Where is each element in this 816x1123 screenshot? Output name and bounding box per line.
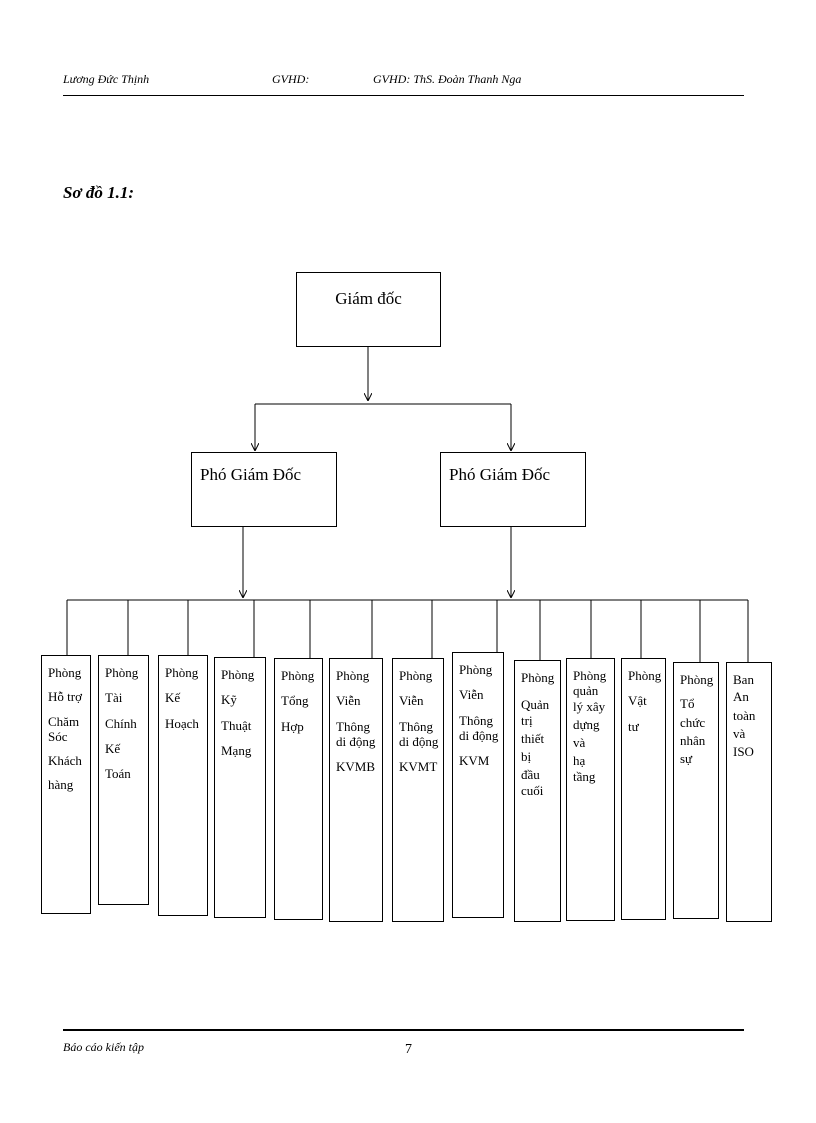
department-label-line: tư [628,718,639,734]
department-label-line: Quản [521,697,550,713]
department-label-line: cuối [521,782,544,798]
director-box: Giám đốc [296,272,441,347]
department-label-line: An [733,689,749,705]
department-label-line: Phòng [521,670,555,685]
department-label-line: lý xây [573,698,606,714]
department-label-line: Phòng [399,668,433,683]
department-label-line: Sóc [48,728,68,744]
department-label-line: quản [573,683,599,699]
department-label-line: trị [521,712,533,728]
footer-title: Báo cáo kiến tập [63,1040,144,1054]
department-label-line: Phòng [281,668,315,683]
department-label-line: Thuật [221,717,252,733]
department-label-line: KVMT [399,759,438,775]
department-label-line: KVMB [336,759,376,775]
department-label-line: chức [680,714,706,730]
department-label-line: đầu [521,767,540,783]
department-label-line: Khách [48,753,82,769]
header-gvhd-label: GVHD: [272,72,310,86]
department-label-line: Mạng [221,742,252,758]
department-label-line: Phòng [165,665,199,680]
department-label-line: và [573,735,586,751]
department-label-line: Toán [105,766,131,782]
department-label-line: Tổng [281,693,309,709]
department-label-line: Phòng [48,665,82,680]
department-label-line: di động [336,733,376,749]
department-label-line: toàn [733,707,756,723]
department-label-line: Viễn [459,687,484,703]
department-label-line: bị [521,749,532,765]
department-label-line: Phòng [221,667,255,682]
department-label-line: dựng [573,716,600,732]
department-label-line: Kế [105,740,121,756]
header-author: Lương Đức Thịnh [63,72,150,86]
department-label-line: Phòng [105,665,139,680]
department-label-line: Chăm [48,713,80,729]
department-label-line: hạ [573,753,586,769]
header-supervisor: GVHD: ThS. Đoàn Thanh Nga [373,72,522,86]
department-label-line: Vật [628,693,647,709]
footer-rule [63,1029,744,1031]
department-label-line: Thông [336,718,370,734]
department-label-line: Kế [165,690,181,706]
department-label-line: Thông [459,712,493,728]
deputy-label-right: Phó Giám Đốc [449,465,551,484]
deputy-label-left: Phó Giám Đốc [200,465,302,484]
department-label-line: Phòng [680,672,714,687]
department-label-line: Phòng [628,668,662,683]
department-label-line: hàng [48,777,74,793]
department-label-line: tầng [573,768,596,784]
deputy-box-left: Phó Giám Đốc [191,452,337,527]
department-label-line: Hợp [281,718,304,734]
department-label-line: nhân [680,732,706,748]
department-label-line: sự [680,751,693,767]
department-label-line: Thông [399,718,433,734]
department-label-line: Viễn [336,693,361,709]
department-label-line: và [733,725,746,741]
department-label-line: Phòng [459,662,493,677]
department-label-line: Chính [105,715,137,731]
department-label-line: KVM [459,753,490,769]
department-label-line: ISO [733,744,754,760]
department-label-line: Kỹ [221,692,237,708]
department-label-line: Tài [105,690,123,706]
department-label-line: di động [459,727,499,743]
header-rule [63,95,744,96]
director-label: Giám đốc [335,289,402,308]
page-number: 7 [405,1042,412,1057]
diagram-caption: Sơ đồ 1.1: [63,183,134,202]
department-label-line: Viễn [399,693,424,709]
department-label-line: Tổ [680,696,695,712]
department-label-line: di động [399,733,439,749]
department-label-line: Hỗ trợ [48,689,82,705]
department-label-line: thiết [521,730,545,746]
department-label-line: Phòng [336,668,370,683]
deputy-box-right: Phó Giám Đốc [440,452,586,527]
department-label-line: Hoạch [165,715,199,731]
department-label-line: Phòng [573,668,607,683]
department-label-line: Ban [733,672,754,687]
